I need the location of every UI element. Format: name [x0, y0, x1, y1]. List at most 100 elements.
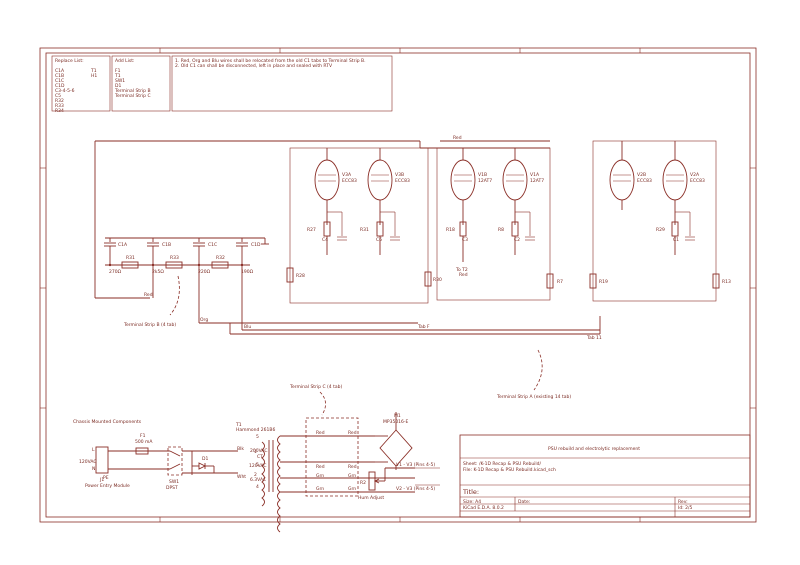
- res-val-2k5: 2k5Ω: [152, 269, 164, 275]
- bplus-rail-section: Red Red C1A C1B C1C C1D R31 R33 R32 270Ω…: [94, 135, 602, 400]
- title-file: File: K-1D Recap & PSU Rebuild.kicad_sch: [463, 467, 556, 473]
- add-item: D1: [115, 83, 121, 89]
- terminal-strip-b-label: Terminal Strip B (4 tab): [123, 322, 176, 328]
- label-wht: Wht: [237, 474, 246, 480]
- title-kicad: KiCad E.D.A. 8.0.2: [463, 505, 504, 511]
- label-f1-val: 500 mA: [135, 439, 153, 445]
- tube-ref: V2A: [690, 172, 700, 178]
- label-d1: D1: [202, 456, 208, 462]
- res-val-190: 190Ω: [241, 269, 254, 275]
- wire-grn: Grn: [316, 473, 324, 479]
- tube-type: 12AT7: [530, 178, 544, 184]
- wire-grn: Grn: [348, 473, 356, 479]
- label-pin1: 1: [254, 449, 257, 455]
- cap-c1a: C1A: [118, 242, 128, 248]
- output-v1: V1 - V3 (Pins 4-5): [396, 462, 435, 468]
- part-r18: R18: [446, 227, 455, 233]
- part-c4: C4: [322, 237, 328, 243]
- transformer-ref: T1: [235, 422, 242, 428]
- title-date: Date:: [518, 499, 530, 505]
- cap-c1d: C1D: [251, 242, 261, 248]
- terminal-strip-c: [305, 417, 359, 497]
- replace-list-header: Replace List:: [55, 58, 84, 64]
- tube-type: ECC83: [690, 178, 705, 184]
- resistor-r33: [165, 261, 183, 269]
- wire-label-red-top: Red: [453, 135, 462, 141]
- add-list-header: Add List:: [115, 58, 135, 64]
- switch-sw1: [167, 446, 183, 476]
- part-c3: C3: [462, 237, 468, 243]
- tube-ref: V2B: [637, 172, 646, 178]
- replace-list-box: [51, 55, 111, 112]
- tube-v1b: [450, 159, 476, 201]
- output-v2: V2 - V3 (Pins 4-5): [396, 486, 435, 492]
- frame-zone-ticks: [40, 48, 756, 522]
- replace-item: R34: [55, 108, 64, 114]
- wire-label-blu: Blu: [244, 324, 251, 330]
- res-r33-label: R33: [170, 255, 179, 261]
- transformer-primary: [261, 441, 265, 507]
- label-power-module: Power Entry Module: [85, 483, 130, 489]
- part-r28: R28: [296, 273, 305, 279]
- tube-v3b: [367, 159, 393, 201]
- tube-ref: V3B: [395, 172, 404, 178]
- add-item: T1: [114, 73, 121, 79]
- replace-item: C5: [55, 93, 61, 99]
- label-120vac: 120VAC: [79, 459, 97, 465]
- part-r27: R27: [307, 227, 316, 233]
- instructions-box: [171, 55, 393, 112]
- res-val-270: 270Ω: [109, 269, 122, 275]
- fuse-f1: [135, 447, 149, 455]
- part-c2: C2: [514, 237, 520, 243]
- part-r7: R7: [557, 279, 563, 285]
- replace-code: T1: [90, 68, 97, 74]
- res-r32-label: R32: [216, 255, 225, 261]
- chassis-title: Chassis Mounted Components: [73, 419, 142, 425]
- wire-grn: Grn: [348, 486, 356, 492]
- label-n: N: [92, 466, 95, 472]
- label-j1: J1: [99, 477, 104, 483]
- tube-section-3: V2B ECC83 V2A ECC83 R29 C1 R19 R13: [589, 140, 731, 302]
- part-r13: R13: [722, 279, 731, 285]
- label-6v3: 6.3VAC: [250, 477, 266, 483]
- part-r31: R31: [360, 227, 369, 233]
- replace-item: C3-4-5-6: [55, 88, 75, 94]
- wire-label-org: Org: [200, 317, 208, 323]
- psu-section: Chassis Mounted Components L N PE 120VAC…: [73, 384, 440, 533]
- instruction-line-2: 2. Old C1 can shall be disconnected, lef…: [175, 63, 333, 69]
- tube-type: 12AT7: [478, 178, 492, 184]
- replace-item: C1C: [55, 78, 64, 84]
- tube-type: ECC83: [637, 178, 652, 184]
- to-t2-red: Red: [459, 272, 468, 278]
- tube-v2a: [662, 159, 688, 201]
- bridge-ref: M1: [394, 413, 401, 419]
- tube-type: ECC83: [342, 178, 357, 184]
- transformer-part: Hammond 261B6: [236, 427, 275, 433]
- part-r30: R30: [433, 277, 442, 283]
- label-pe: PE: [103, 475, 109, 481]
- title-size: Size: A4: [463, 499, 481, 505]
- power-entry-module: [95, 446, 109, 474]
- tube-type: ECC83: [395, 178, 410, 184]
- add-list-box: [111, 55, 171, 112]
- tube-ref: V1B: [478, 172, 487, 178]
- terminal-strip-a-label: Terminal Strip A (existing 14 tab): [496, 394, 571, 400]
- cap-c1c: C1C: [208, 242, 217, 248]
- part-c1: C1: [673, 237, 679, 243]
- part-c6: C6: [376, 237, 382, 243]
- replace-code: H1: [91, 73, 97, 79]
- label-120vac-primary: 120VAC: [249, 463, 267, 469]
- tab-f-label: Tab F: [417, 324, 430, 330]
- wire-red: Red: [348, 464, 357, 470]
- transformer-secondary: [277, 435, 281, 533]
- label-pin5: 5: [256, 434, 259, 440]
- wire-label-red: Red: [144, 292, 153, 298]
- label-f1: F1: [140, 433, 146, 439]
- tube-v3a: [314, 159, 340, 201]
- label-ct: CT: [257, 454, 263, 460]
- wire-grn: Grn: [316, 486, 324, 492]
- part-r19: R19: [599, 279, 608, 285]
- label-sw1-type: DPST: [166, 485, 178, 491]
